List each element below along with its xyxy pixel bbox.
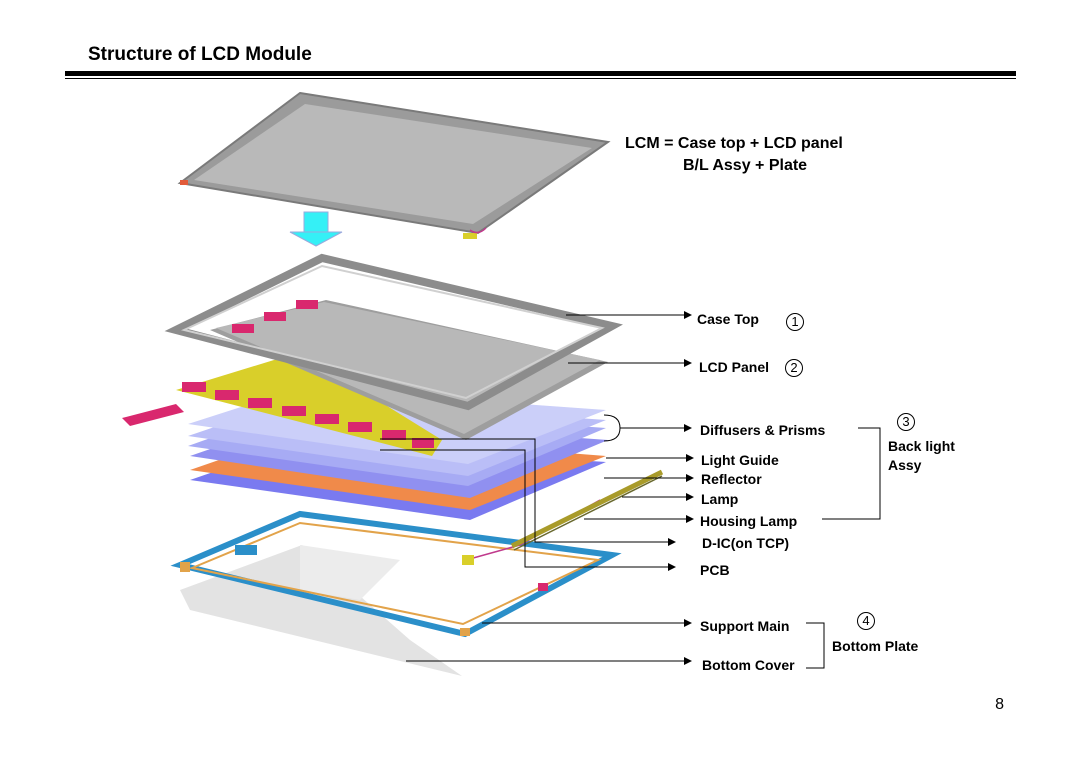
arrowheads — [668, 311, 694, 665]
label-support-main: Support Main — [700, 618, 790, 634]
label-bottom-cover: Bottom Cover — [702, 657, 795, 673]
equation-line-2: B/L Assy + Plate — [683, 157, 808, 174]
assembled-lcm — [177, 91, 611, 239]
group-bottom-plate: Bottom Plate — [832, 638, 919, 654]
group-backlight-line1: Back light — [888, 438, 955, 454]
support-main-shape — [170, 510, 622, 638]
label-light-guide: Light Guide — [701, 452, 779, 468]
marker-2: 2 — [785, 359, 803, 377]
label-case-top: Case Top — [697, 311, 759, 327]
page-title: Structure of LCD Module — [88, 44, 312, 65]
label-lcd-panel: LCD Panel — [699, 359, 770, 375]
leader-lines — [380, 314, 881, 669]
label-diffusers-prisms: Diffusers & Prisms — [700, 422, 826, 438]
label-pcb: PCB — [700, 562, 730, 578]
title-rule-thin — [65, 78, 1016, 79]
marker-1: 1 — [786, 313, 804, 331]
marker-4: 4 — [857, 612, 875, 630]
label-dic: D-IC(on TCP) — [702, 535, 790, 551]
case-top-shape — [164, 253, 623, 411]
assembly-arrow — [289, 211, 343, 247]
group-backlight-line2: Assy — [888, 457, 922, 473]
label-housing-lamp: Housing Lamp — [700, 513, 798, 529]
page-number: 8 — [995, 696, 1004, 713]
label-lamp: Lamp — [701, 491, 739, 507]
bottom-cover-shape — [180, 545, 462, 676]
equation-line-1: LCM = Case top + LCD panel — [625, 135, 843, 152]
label-reflector: Reflector — [701, 471, 762, 487]
lamp-shape — [510, 469, 664, 551]
lcd-panel-shape — [122, 300, 608, 456]
title-rule — [65, 71, 1016, 76]
marker-3: 3 — [897, 413, 915, 431]
